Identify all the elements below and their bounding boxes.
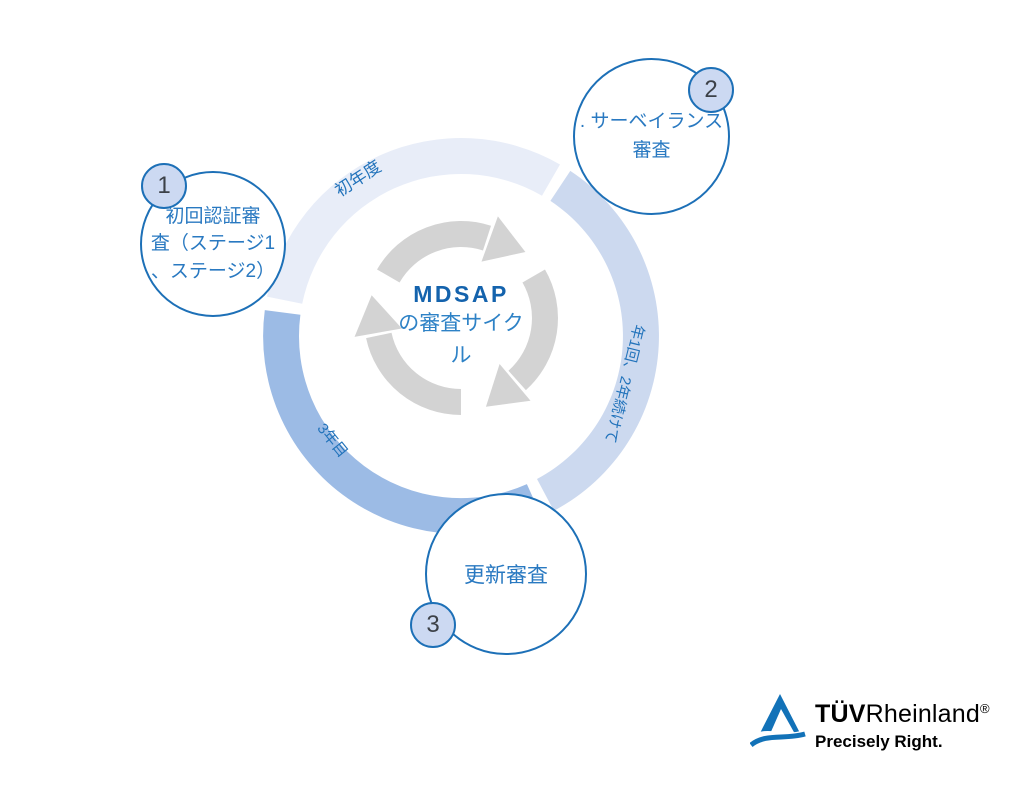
brand-tagline: Precisely Right.	[815, 732, 943, 751]
node-number-badge-3: 3	[410, 602, 456, 648]
node-number-badge-1: 1	[141, 163, 187, 209]
brand-name: TÜVRheinland®	[815, 700, 990, 728]
node-initial-certification-audit: 初回認証審 査（ステージ1 、ステージ2）	[140, 171, 286, 317]
cycle-title: MDSAP の審査サイク ル	[398, 281, 524, 367]
tuv-rheinland-logo: TÜVRheinland® Precisely Right.	[750, 688, 990, 752]
node-label: 更新審査	[464, 564, 548, 587]
tuv-triangle-icon	[750, 694, 808, 748]
node-number-badge-2: 2	[688, 67, 734, 113]
ring-segment-first-year	[267, 137, 560, 304]
ring-segment-surveillance	[537, 170, 659, 511]
ring-segment-third-year	[263, 310, 542, 535]
cycle-arrows-icon	[354, 216, 558, 415]
logo-text: TÜVRheinland® Precisely Right.	[815, 688, 990, 752]
node-label: . サーベイランス 審査	[579, 111, 724, 161]
node-label: 初回認証審 査（ステージ1 、ステージ2）	[150, 205, 276, 282]
